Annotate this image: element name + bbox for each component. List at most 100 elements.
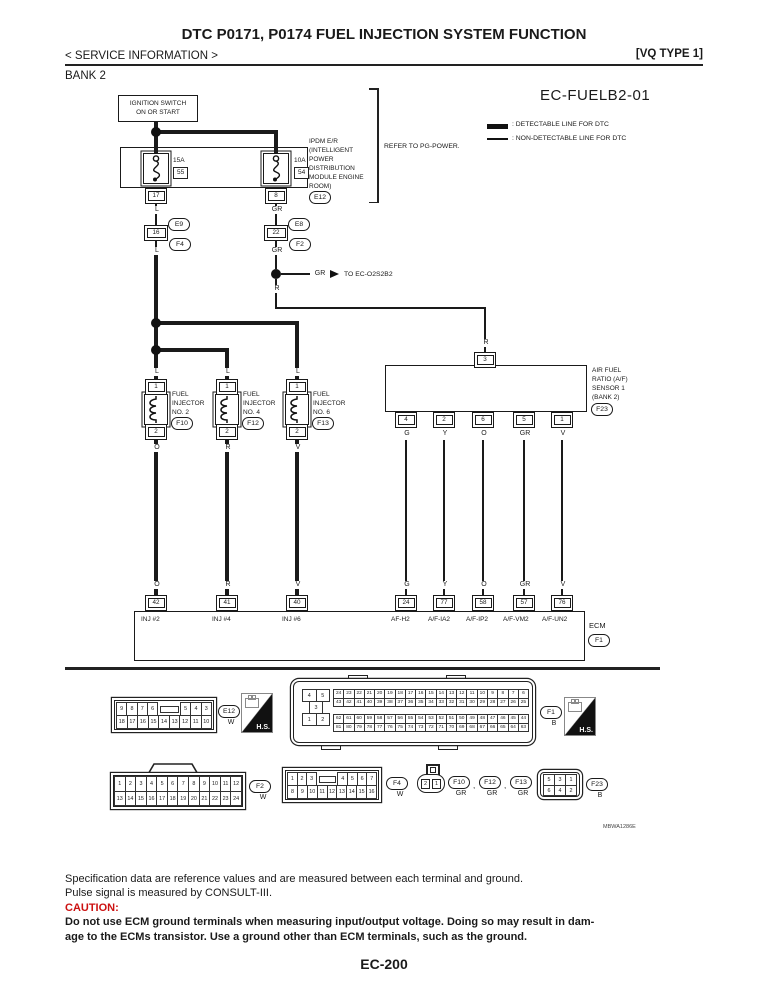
ecm-terminal-76: 76 bbox=[551, 595, 573, 611]
wire-label-v2-bot: V bbox=[556, 581, 570, 589]
wire-sensor-gr bbox=[523, 440, 525, 596]
injector4-terminal-1: 1 bbox=[216, 379, 238, 395]
pin-cell: 25 bbox=[517, 697, 530, 707]
connector-glyph-icon bbox=[245, 695, 259, 708]
wire-label-l-2: L bbox=[150, 247, 164, 255]
connector-ref-f10: F10 bbox=[171, 417, 193, 430]
wire-label-v-top: V bbox=[291, 444, 305, 452]
injector-connector-tab-inner bbox=[430, 767, 436, 773]
pin-cell: 63 bbox=[517, 722, 530, 732]
page-number: EC-200 bbox=[360, 956, 408, 972]
connector-view-f2-color: W bbox=[259, 794, 267, 801]
terminal-8: 8 bbox=[265, 188, 287, 204]
page-title: DTC P0171, P0174 FUEL INJECTION SYSTEM F… bbox=[181, 26, 587, 43]
wire-label-gr-1: GR bbox=[268, 206, 286, 214]
connector-ref-e12: E12 bbox=[309, 191, 331, 204]
connector-glyph-icon bbox=[568, 699, 582, 712]
fuse-glyph bbox=[152, 155, 161, 182]
wire-branch-inj6-horizontal bbox=[156, 321, 299, 325]
pin-cell: 16 bbox=[366, 785, 378, 799]
junction-dot-l2 bbox=[151, 345, 161, 355]
ecm-box bbox=[134, 611, 585, 661]
sensor-terminal-4: 4 bbox=[395, 412, 417, 428]
af-sensor-name2: RATIO (A/F) bbox=[592, 376, 628, 383]
diagram-id: EC-FUELB2-01 bbox=[540, 87, 651, 104]
connector-view-f4-ref: F4 bbox=[386, 777, 408, 790]
sensor-terminal-1: 1 bbox=[551, 412, 573, 428]
fuse-15a-symbol bbox=[143, 153, 169, 184]
wire-r-sensor-drop bbox=[484, 307, 486, 352]
wire-label-r-1: R bbox=[271, 285, 283, 293]
wire-inj2-out bbox=[154, 439, 158, 596]
junction-dot-ignition bbox=[151, 127, 161, 137]
ignition-switch-line2: ON OR START bbox=[136, 109, 180, 116]
injector6-coil bbox=[285, 394, 309, 425]
ecm-signal-inj4: INJ #4 bbox=[212, 616, 231, 623]
ipdm-name-line4: DISTRIBUTION bbox=[309, 165, 355, 172]
connector-view-f13-ref: F13 bbox=[510, 776, 532, 789]
injector2-coil bbox=[144, 394, 168, 425]
note-spec-line2: Pulse signal is measured by CONSULT-III. bbox=[65, 887, 273, 900]
wire-to-fuse-right bbox=[274, 130, 278, 153]
fuse-15a-number: 55 bbox=[173, 167, 189, 179]
injector4-name3: NO. 4 bbox=[243, 409, 260, 416]
wire-to-fuse-left bbox=[154, 135, 158, 153]
injector4-terminal-2: 2 bbox=[216, 424, 238, 440]
legend-detectable-label: : DETECTABLE LINE FOR DTC bbox=[512, 121, 609, 128]
connector-view-f2-ref: F2 bbox=[249, 780, 271, 793]
ipdm-name-line5: MODULE ENGINE bbox=[309, 174, 364, 181]
injector2-terminal-2: 2 bbox=[145, 424, 167, 440]
wire-branch-inj6-drop bbox=[295, 321, 299, 383]
injector6-terminal-2: 2 bbox=[286, 424, 308, 440]
wire-branch-inj4-drop bbox=[225, 348, 229, 383]
junction-dot-l1 bbox=[151, 318, 161, 328]
pin-cell: 12 bbox=[230, 776, 242, 792]
injector6-terminal-1: 1 bbox=[286, 379, 308, 395]
wire-r-down bbox=[275, 279, 277, 309]
hs-icon-1: H.S. bbox=[241, 693, 273, 733]
ignition-switch-box: IGNITION SWITCH ON OR START bbox=[118, 95, 198, 122]
wire-label-y-top: Y bbox=[438, 430, 452, 438]
injector6-name1: FUEL bbox=[313, 391, 330, 398]
af-sensor-name3: SENSOR 1 bbox=[592, 385, 625, 392]
connector-view-f1-ref: F1 bbox=[540, 706, 562, 719]
junction-dot-gr bbox=[271, 269, 281, 279]
connector-view-f10-ref: F10 bbox=[448, 776, 470, 789]
ecm-terminal-58: 58 bbox=[472, 595, 494, 611]
header-rule bbox=[65, 63, 703, 66]
vq-type-badge: [VQ TYPE 1] bbox=[635, 48, 703, 60]
wire-label-l-inj2: L bbox=[150, 368, 164, 376]
ecm-terminal-41: 41 bbox=[216, 595, 238, 611]
wire-label-gr-top: GR bbox=[516, 430, 534, 438]
connector-view-f12-color: GR bbox=[486, 790, 498, 797]
pin-cell: 2 bbox=[421, 778, 430, 789]
wire-label-l-inj4: L bbox=[221, 368, 235, 376]
bank-label: BANK 2 bbox=[65, 70, 106, 82]
legend-nondetectable-bar bbox=[487, 138, 508, 140]
ipdm-name-line3: POWER bbox=[309, 156, 334, 163]
connector-view-f13-color: GR bbox=[517, 790, 529, 797]
wire-inj6-out bbox=[295, 439, 299, 596]
ecm-terminal-24: 24 bbox=[395, 595, 417, 611]
ipdm-name-line6: ROOM) bbox=[309, 183, 332, 190]
wire-sensor-o bbox=[482, 440, 484, 596]
f2-top-tab bbox=[146, 763, 200, 776]
caution-text-line2: age to the ECMs transistor. Use a ground… bbox=[65, 930, 528, 943]
branch-arrow-icon bbox=[330, 270, 339, 278]
wire-r-horizontal bbox=[275, 307, 486, 309]
wire-label-gr-2: GR bbox=[268, 247, 286, 255]
legend-nondetectable-label: : NON-DETECTABLE LINE FOR DTC bbox=[512, 134, 627, 142]
fuse-10a-symbol bbox=[263, 153, 289, 184]
note-spec-line1: Specification data are reference values … bbox=[65, 873, 524, 885]
sensor-terminal-6: 6 bbox=[472, 412, 494, 428]
fuse-10a-amp: 10A bbox=[294, 157, 306, 164]
fuse-glyph bbox=[272, 155, 281, 182]
figure-code: MBWA1286E bbox=[603, 824, 636, 830]
af-sensor-name1: AIR FUEL bbox=[592, 367, 622, 374]
injector4-name1: FUEL bbox=[243, 391, 260, 398]
